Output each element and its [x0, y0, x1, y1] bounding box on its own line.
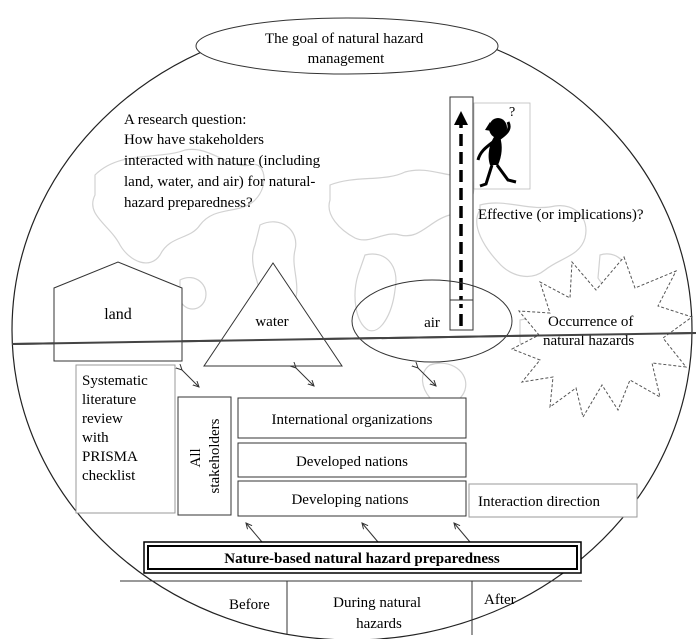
phase-during: During natural hazards	[333, 595, 425, 632]
nbs-bar-inner	[147, 545, 578, 570]
thinking-person-icon	[473, 102, 531, 190]
stakeholders-label: All stakeholders	[188, 418, 223, 493]
hazard-label: Occurrence of natural hazards	[543, 314, 637, 349]
developing-box	[237, 480, 467, 517]
developing-label: Developing nations	[291, 492, 408, 508]
air-label: air	[424, 315, 440, 331]
international-label: International organizations	[272, 412, 433, 428]
upward-arrows	[246, 523, 471, 543]
stakeholders-box	[177, 396, 232, 516]
developed-box	[237, 442, 467, 478]
effective-label: Effective (or implications)?	[478, 207, 644, 223]
phase-after: After	[484, 592, 516, 608]
goal-label: The goal of natural hazard management	[265, 31, 427, 67]
developed-label: Developed nations	[296, 454, 408, 470]
land-shape	[53, 261, 183, 362]
interaction-direction-label: Interaction direction	[478, 494, 601, 510]
review-label: Systematic literature review with PRISMA…	[82, 373, 152, 484]
phase-before: Before	[229, 597, 270, 613]
review-box	[75, 364, 176, 514]
question-mark: ?	[509, 105, 515, 120]
interaction-direction-box	[468, 483, 638, 518]
nbs-title: Nature-based natural hazard preparedness	[224, 551, 500, 567]
interaction-arrows	[182, 368, 436, 387]
goal-ellipse	[195, 17, 499, 75]
research-question: A research question: How have stakeholde…	[124, 112, 324, 211]
water-label: water	[255, 314, 288, 330]
international-box	[237, 397, 467, 439]
hazard-burst	[510, 256, 694, 419]
land-label: land	[104, 306, 132, 323]
